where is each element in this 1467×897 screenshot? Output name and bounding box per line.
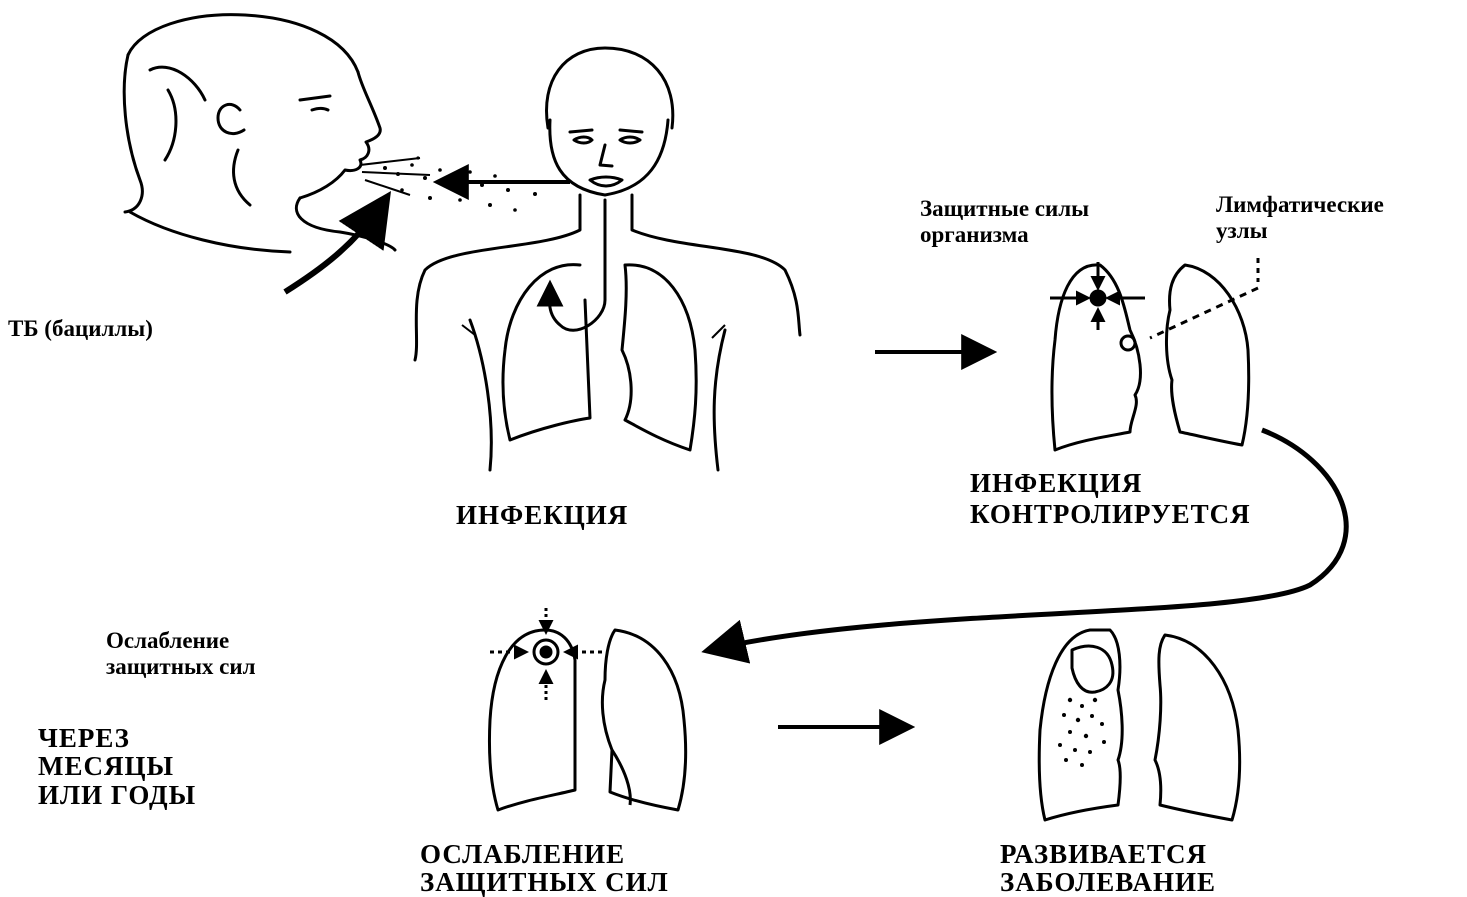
disease-develops-label: РАЗВИВАЕТСЯ ЗАБОЛЕВАНИЕ xyxy=(1000,840,1216,897)
infection-controlled-label: ИНФЕКЦИЯ КОНТРОЛИРУЕТСЯ xyxy=(970,468,1251,530)
weakening-defenses-label: ОСЛАБЛЕНИЕ ЗАЩИТНЫХ СИЛ xyxy=(420,840,669,897)
infection-controlled-line-2: КОНТРОЛИРУЕТСЯ xyxy=(970,499,1251,530)
infection-controlled-line-1: ИНФЕКЦИЯ xyxy=(970,468,1251,499)
defense-forces-label: Защитные силы организма xyxy=(920,196,1089,249)
droplet-spray xyxy=(383,156,537,211)
weakening-caps-line-2: ЗАЩИТНЫХ СИЛ xyxy=(420,868,669,896)
disease-develops-line-1: РАЗВИВАЕТСЯ xyxy=(1000,840,1216,868)
lymph-nodes-line-2: узлы xyxy=(1216,218,1384,244)
weakening-small-line-1: Ослабление xyxy=(106,628,256,654)
infected-person-torso-icon xyxy=(415,48,800,470)
disease-develops-line-2: ЗАБОЛЕВАНИЕ xyxy=(1000,868,1216,896)
lymph-nodes-label: Лимфатические узлы xyxy=(1216,192,1384,245)
lungs-icon xyxy=(489,630,685,810)
months-years-line-3: ИЛИ ГОДЫ xyxy=(38,781,196,809)
months-years-line-2: МЕСЯЦЫ xyxy=(38,752,196,780)
arrow-icon xyxy=(285,200,385,292)
tb-bacilli-label: ТБ (бациллы) xyxy=(8,316,153,342)
months-years-line-1: ЧЕРЕЗ xyxy=(38,724,196,752)
lungs-icon xyxy=(1052,265,1249,450)
weakening-small-line-2: защитных сил xyxy=(106,654,256,680)
arrow-icon xyxy=(710,430,1346,650)
lungs-icon xyxy=(1039,630,1239,820)
lymph-nodes-line-1: Лимфатические xyxy=(1216,192,1384,218)
months-or-years-label: ЧЕРЕЗ МЕСЯЦЫ ИЛИ ГОДЫ xyxy=(38,724,196,809)
defense-forces-line-2: организма xyxy=(920,222,1089,248)
coughing-person-icon xyxy=(124,15,395,252)
defense-forces-line-1: Защитные силы xyxy=(920,196,1089,222)
lesion-spots xyxy=(1058,698,1106,767)
infection-label: ИНФЕКЦИЯ xyxy=(456,500,628,531)
defense-focus-marker xyxy=(1050,258,1258,350)
weakening-defenses-small-label: Ослабление защитных сил xyxy=(106,628,256,681)
weakening-caps-line-1: ОСЛАБЛЕНИЕ xyxy=(420,840,669,868)
